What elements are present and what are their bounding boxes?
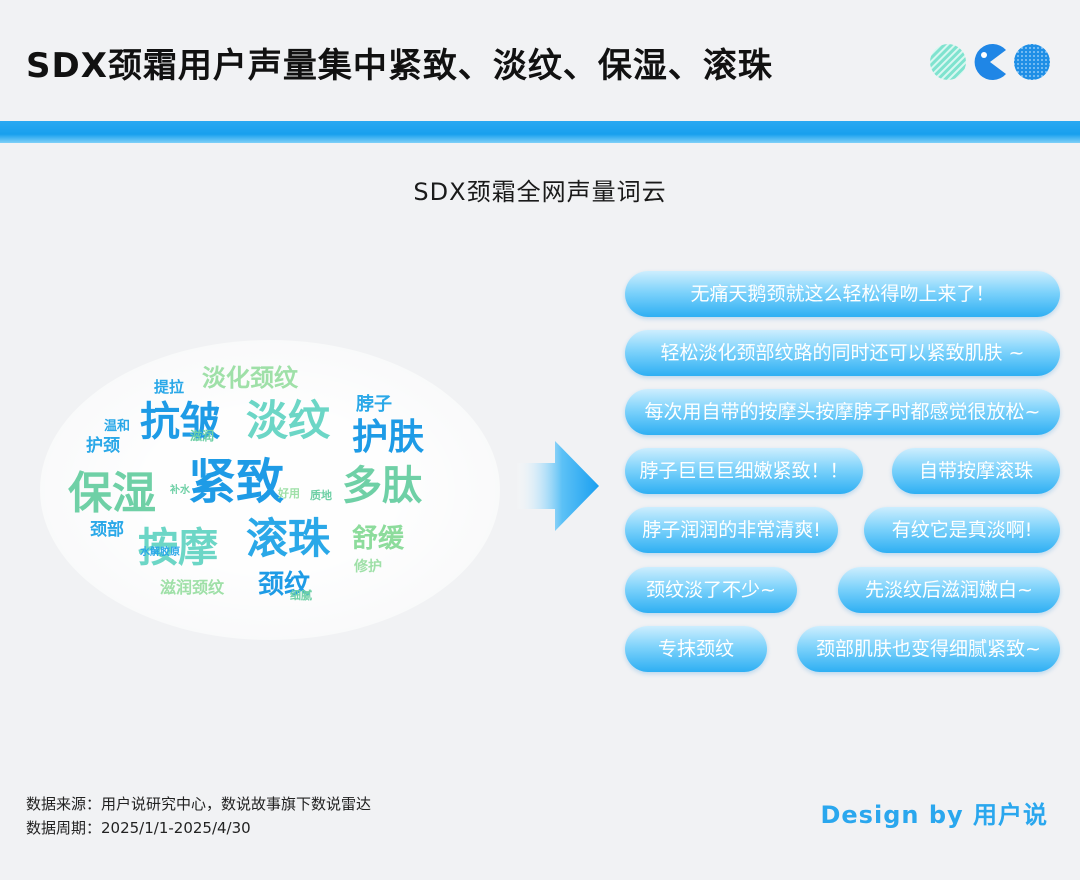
dotted-circle-icon (1014, 44, 1050, 80)
accent-bar (0, 121, 1080, 143)
stripe-circle-icon (930, 44, 966, 80)
design-credit: Design by 用户说 (820, 801, 1048, 829)
data-source: 数据来源：用户说研究中心，数说故事旗下数说雷达 (26, 795, 372, 813)
word-cloud-term: 护颈 (86, 436, 120, 456)
word-cloud-term: 水解胶原 (140, 547, 180, 558)
comment-pill: 颈纹淡了不少~ (625, 567, 797, 613)
comment-pill: 先淡纹后滋润嫩白~ (838, 567, 1060, 613)
word-cloud-term: 按摩 (138, 525, 218, 571)
word-cloud-term: 颈纹 (258, 570, 311, 600)
word-cloud-term: 舒缓 (352, 524, 405, 554)
word-cloud-term: 保湿 (68, 468, 156, 519)
comment-pill: 专抹颈纹 (625, 626, 767, 672)
comment-pill: 每次用自带的按摩头按摩脖子时都感觉很放松~ (625, 389, 1060, 435)
word-cloud-term: 颈部 (90, 520, 124, 540)
word-cloud-term: 温和 (104, 419, 131, 434)
word-cloud-term: 细腻 (290, 589, 312, 602)
section-subtitle: SDX颈霜全网声量词云 (413, 178, 667, 206)
word-cloud-term: 护肤 (352, 417, 425, 458)
footer-notes: 数据来源：用户说研究中心，数说故事旗下数说雷达 数据周期：2025/1/1-20… (26, 792, 371, 840)
word-cloud-term: 淡化颈纹 (202, 364, 298, 392)
pacman-icon (974, 44, 1006, 80)
data-period: 数据周期：2025/1/1-2025/4/30 (26, 819, 251, 837)
word-cloud-term: 修护 (354, 559, 382, 575)
word-cloud-term: 多肽 (342, 463, 422, 509)
word-cloud-term: 抗皱 (140, 399, 220, 445)
comment-pill: 无痛天鹅颈就这么轻松得吻上来了！ (625, 271, 1060, 317)
word-cloud-term: 滋润颈纹 (160, 578, 225, 597)
word-cloud-term: 质地 (310, 489, 332, 502)
word-cloud-term: 好用 (278, 487, 300, 500)
brand-dots-logo (930, 44, 1050, 80)
page-title: SDX颈霜用户声量集中紧致、淡纹、保湿、滚珠 (26, 46, 773, 86)
word-cloud-term: 提拉 (154, 378, 185, 396)
word-cloud-background (40, 340, 500, 640)
word-cloud: 抗皱淡纹护肤保湿紧致 多肽按摩滚珠颈纹 舒缓 淡化颈纹脖子护颈颈部 提拉温和滋润补水水解… (40, 340, 500, 640)
word-cloud-term: 脖子 (356, 394, 392, 415)
word-cloud-term: 滚珠 (246, 514, 331, 563)
comment-pill: 有纹它是真淡啊! (864, 507, 1060, 553)
word-cloud-term: 补水 (170, 485, 190, 496)
comment-pill: 脖子巨巨巨细嫩紧致！！ (625, 448, 863, 494)
word-cloud-term: 淡纹 (246, 396, 331, 445)
arrow-right-icon (517, 441, 599, 531)
comment-pill: 自带按摩滚珠 (892, 448, 1060, 494)
comment-pill: 颈部肌肤也变得细腻紧致~ (797, 626, 1060, 672)
word-cloud-term: 紧致 (188, 454, 285, 510)
comment-pill: 脖子润润的非常清爽! (625, 507, 838, 553)
comment-pill: 轻松淡化颈部纹路的同时还可以紧致肌肤 ~ (625, 330, 1060, 376)
word-cloud-term: 滋润 (190, 429, 215, 443)
